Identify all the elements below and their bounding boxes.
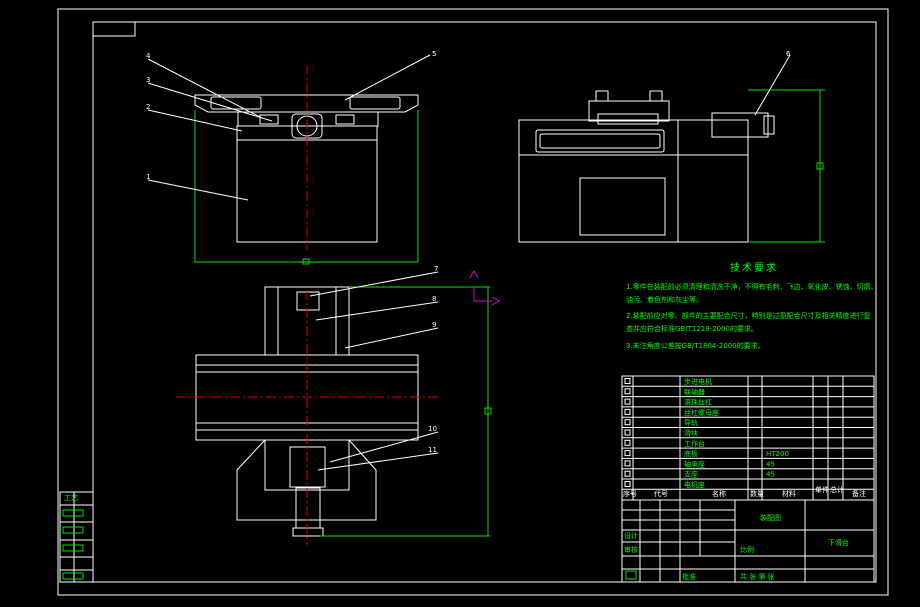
balloon-3: 3 <box>146 76 150 84</box>
tech-line-5: 3.未注角度公差按GB/T1804-2000的要求。 <box>626 341 765 350</box>
drawing-name: 装配图 <box>760 513 781 522</box>
bom-header-qty: 数量 <box>750 489 764 498</box>
bom-part-name: 支座 <box>684 470 698 479</box>
balloon-8: 8 <box>432 295 436 303</box>
table-row: 工作台 <box>622 439 874 449</box>
front-view <box>194 65 419 265</box>
table-row: 底板 HT200 <box>622 449 874 459</box>
scale-label: 比例 <box>740 545 754 554</box>
balloon-5: 5 <box>432 50 436 58</box>
table-row: 滚珠丝杠 <box>622 398 874 408</box>
balloon-2: 2 <box>146 103 150 111</box>
bom-part-name: 联轴器 <box>684 387 705 396</box>
sheet-label: 共 张 第 张 <box>740 572 775 581</box>
table-row: 轴承座 45 <box>622 459 874 470</box>
revision-label: 工艺 <box>64 494 78 502</box>
top-view <box>176 269 501 545</box>
design-label: 设计 <box>624 531 638 540</box>
bom-part-name: 电机座 <box>684 480 705 489</box>
tech-line-2: 油污、着色剂和灰尘等。 <box>626 295 703 304</box>
table-row: 滑块 <box>622 429 874 439</box>
bom-part-name: 丝杠螺母座 <box>684 408 719 417</box>
bom-part-name: 滚珠丝杠 <box>684 398 712 407</box>
balloon-labels: 4 3 2 1 5 6 7 8 9 10 11 <box>146 50 791 454</box>
corner-tab <box>92 21 136 37</box>
tech-line-4: 查并应符合标准GB/T1219-2000的要求。 <box>626 324 758 333</box>
table-row: 电机座 <box>622 480 874 490</box>
tech-title: 技术要求 <box>730 261 778 274</box>
bom-material: HT200 <box>766 450 789 458</box>
bom-material: 45 <box>766 471 775 479</box>
check-label: 审核 <box>624 545 638 554</box>
bom-part-name: 步进电机 <box>684 377 712 386</box>
part-name: 下滑台 <box>828 538 849 547</box>
table-row: 导轨 <box>622 418 874 428</box>
bom-header-name: 名称 <box>712 489 726 498</box>
balloon-11: 11 <box>428 446 437 454</box>
approve-label: 批准 <box>682 572 696 581</box>
balloon-9: 9 <box>432 321 436 329</box>
table-row: 丝杠螺母座 <box>622 408 874 418</box>
bom-header-code: 代号 <box>654 489 668 498</box>
bom-header-seq: 序号 <box>623 489 637 498</box>
table-row: 步进电机 <box>622 377 874 387</box>
side-view <box>518 89 825 243</box>
title-block: 装配图 下滑台 比例 共 张 第 张 设计 审核 批准 <box>621 499 875 583</box>
revision-strip: 工艺 <box>59 491 94 583</box>
bom-header-remark: 备注 <box>852 489 866 498</box>
technical-requirements: 技术要求 1.零件在装配前必须清理和清洗干净，不得有毛刺、飞边、氧化皮、锈蚀、切… <box>626 261 878 350</box>
outer-border <box>57 8 889 596</box>
leader-lines <box>147 54 791 471</box>
balloon-4: 4 <box>146 52 151 60</box>
tech-line-1: 1.零件在装配前必须清理和清洗干净，不得有毛刺、飞边、氧化皮、锈蚀、切屑、 <box>626 282 878 291</box>
bom-part-name: 工作台 <box>684 439 705 448</box>
bom-header-material: 材料 <box>782 489 796 498</box>
balloon-1: 1 <box>146 173 150 181</box>
tech-line-3: 2.装配前应对零、部件的主要配合尺寸，特别是过盈配合尺寸及相关精度进行复 <box>626 311 871 320</box>
bom-material: 45 <box>766 460 775 468</box>
bom-header-single: 单件 <box>815 485 829 494</box>
bom-part-name: 滑块 <box>684 429 698 438</box>
table-row: 支座 45 <box>622 470 874 480</box>
bom-part-name: 底板 <box>684 449 698 458</box>
balloon-10: 10 <box>428 425 437 433</box>
bom-part-name: 轴承座 <box>684 459 705 468</box>
bom-part-name: 导轨 <box>684 418 698 427</box>
balloon-7: 7 <box>434 265 438 273</box>
table-row: 联轴器 <box>622 387 874 398</box>
inner-border <box>92 21 877 583</box>
balloon-6: 6 <box>786 50 791 58</box>
bom-header-total: 总计 <box>830 485 844 494</box>
